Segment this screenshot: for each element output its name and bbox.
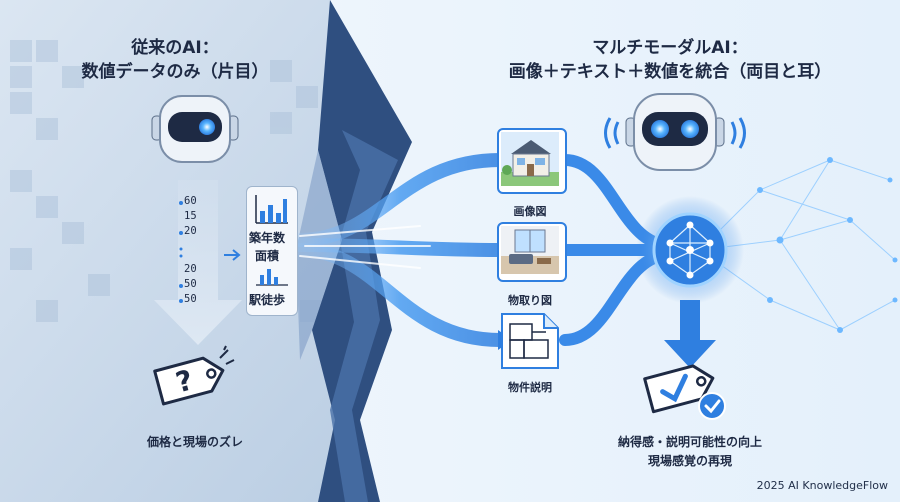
right-title-line1: マルチモーダルAI： — [592, 38, 748, 58]
left-title-line2: 数値データのみ（片目） — [81, 62, 269, 82]
input-label-description: 物件説明 — [508, 381, 552, 394]
dot-column — [179, 201, 183, 303]
neural-network-icon — [636, 196, 744, 304]
mini-bar-chart-icon — [256, 269, 288, 286]
price-tag-check-icon — [643, 364, 726, 420]
number-value: 20 — [184, 225, 197, 237]
numbers-panel: 60 15 20 20 50 50 — [170, 195, 220, 315]
input-label-floorplan: 物取り図 — [508, 294, 552, 307]
number-value: 60 — [184, 195, 197, 207]
number-value: 50 — [184, 293, 197, 305]
input-label-image: 画像図 — [513, 205, 547, 218]
right-caption-line1: 納得感・説明可能性の向上 — [617, 435, 762, 449]
house-icon — [501, 132, 559, 186]
number-value: 20 — [184, 263, 197, 275]
price-tag-question-icon: ? — [153, 345, 235, 406]
robot-one-eye-icon — [151, 95, 239, 163]
bar-chart-icon — [255, 195, 288, 224]
number-value: 15 — [184, 210, 197, 222]
right-title-line2: 画像＋テキスト＋数値を統合（両目と耳） — [508, 62, 832, 82]
robot-two-eyes-icon — [604, 93, 746, 171]
right-caption-line2: 現場感覚の再現 — [647, 454, 732, 468]
feature-label: 駅徒歩 — [249, 293, 286, 307]
number-value: 50 — [184, 278, 197, 290]
left-caption: 価格と現場のズレ — [146, 435, 243, 449]
input-card-room — [497, 222, 567, 282]
feature-label: 面積 — [255, 249, 280, 263]
footer-credit: 2025 AI KnowledgeFlow — [756, 479, 888, 492]
room-icon — [501, 226, 559, 274]
floor-plan-icon — [501, 313, 559, 369]
feature-label: 築年数 — [249, 231, 286, 245]
input-card-description — [500, 312, 560, 370]
left-title-line1: 従来のAI： — [131, 38, 219, 58]
features-card: 築年数 面積 駅徒歩 — [246, 186, 298, 316]
input-card-image — [497, 128, 567, 194]
arrow-right-icon — [224, 249, 241, 261]
